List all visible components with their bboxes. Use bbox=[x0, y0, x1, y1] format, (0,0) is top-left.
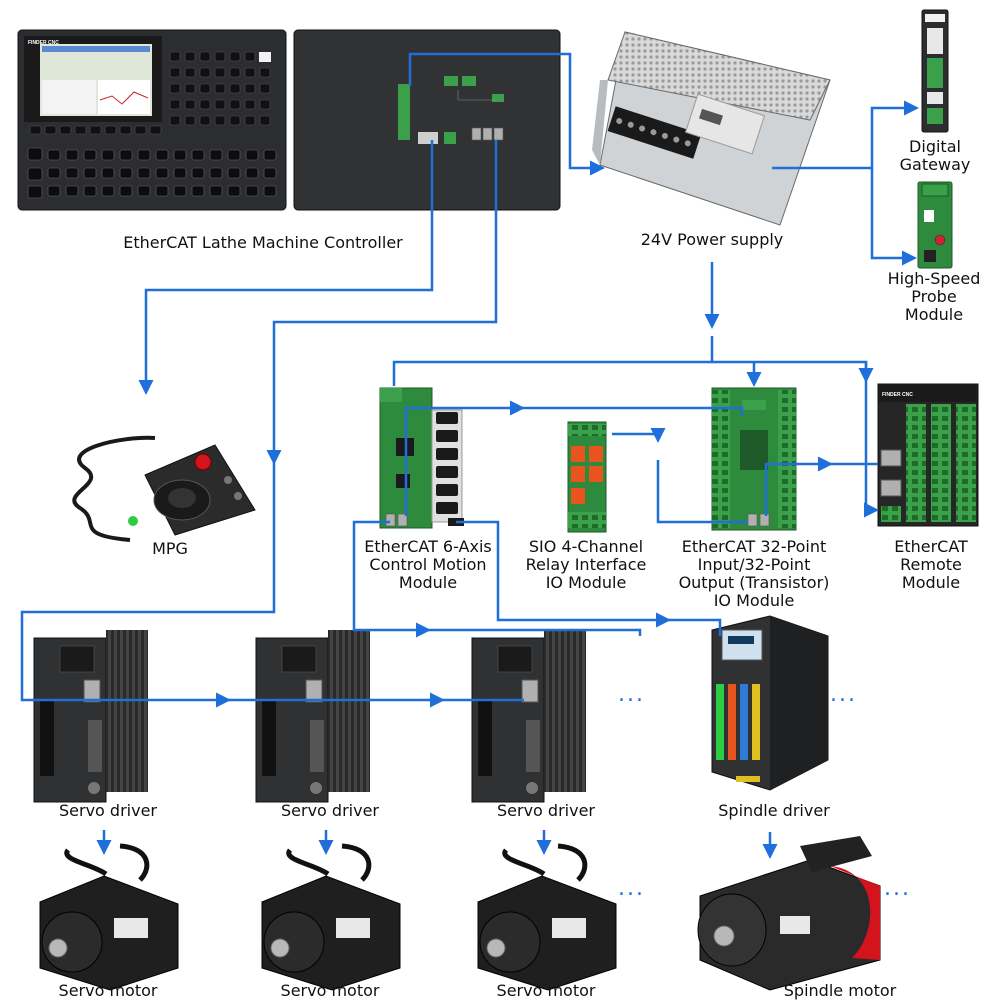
label-gateway-line-1: Digital bbox=[909, 137, 961, 156]
digital-gateway-device bbox=[921, 9, 949, 133]
label-io-line-3: Output (Transistor) bbox=[678, 573, 830, 592]
wire-motion-to-io bbox=[404, 400, 525, 516]
servo-motor-1-unit bbox=[39, 843, 179, 991]
label-io-line-2: Input/32-Point bbox=[697, 555, 811, 574]
label-relay-line-3: IO Module bbox=[545, 573, 627, 592]
servo-motor-2-unit bbox=[261, 843, 401, 991]
servo-motor-3-unit bbox=[477, 843, 617, 991]
label-gateway-line-2: Gateway bbox=[899, 155, 971, 174]
relay-module-board bbox=[567, 421, 607, 533]
controller-back-panel bbox=[293, 29, 561, 211]
servo-driver-2-unit bbox=[255, 630, 370, 803]
label-spindle-motor: Spindle motor bbox=[783, 981, 897, 1000]
label-motion-module: EtherCAT 6-Axis Control Motion Module bbox=[346, 538, 510, 592]
wire-io-to-remote bbox=[764, 456, 833, 516]
spindle-motor-unit bbox=[697, 836, 881, 991]
label-servo-driver-3: Servo driver bbox=[497, 801, 595, 820]
label-gateway: Digital Gateway bbox=[880, 138, 990, 174]
label-remote-line-3: Module bbox=[901, 573, 961, 592]
label-io-line-4: IO Module bbox=[713, 591, 795, 610]
label-servo-motor-3: Servo motor bbox=[496, 981, 596, 1000]
label-probe-line-3: Module bbox=[904, 305, 964, 324]
label-relay-line-2: Relay Interface bbox=[525, 555, 647, 574]
wire-controller-to-psu bbox=[408, 52, 605, 176]
continuation-dots-spindle-driver: ... bbox=[830, 682, 857, 707]
wire-psu-to-probe bbox=[870, 168, 917, 266]
controller-front-panel: FINDER CNC bbox=[17, 29, 287, 211]
wire-controller-to-mpg bbox=[138, 140, 434, 395]
label-relay-line-1: SIO 4-Channel bbox=[528, 537, 644, 556]
label-motion-line-1: EtherCAT 6-Axis bbox=[364, 537, 492, 556]
label-probe-line-2: Probe bbox=[911, 287, 957, 306]
io-module-board bbox=[711, 387, 797, 531]
label-motion-line-2: Control Motion bbox=[369, 555, 487, 574]
label-relay-module: SIO 4-Channel Relay Interface IO Module bbox=[514, 538, 658, 592]
label-io-line-1: EtherCAT 32-Point bbox=[681, 537, 827, 556]
label-servo-motor-1: Servo motor bbox=[58, 981, 158, 1000]
remote-module-rack: FINDER CNC bbox=[877, 383, 979, 527]
continuation-dots-motors: ... bbox=[618, 876, 645, 901]
probe-module-board bbox=[917, 181, 953, 269]
power-supply-unit bbox=[592, 31, 831, 226]
label-remote-module: EtherCAT Remote Module bbox=[876, 538, 986, 592]
wire-psu-to-gateway bbox=[772, 100, 919, 170]
wire-motion-to-spindle bbox=[352, 520, 431, 638]
label-servo-driver-2: Servo driver bbox=[281, 801, 379, 820]
remote-brand-logo: FINDER CNC bbox=[882, 392, 913, 398]
label-mpg: MPG bbox=[152, 539, 188, 558]
continuation-dots-spindle-motor: ... bbox=[884, 876, 911, 901]
label-probe: High-Speed Probe Module bbox=[874, 270, 994, 324]
label-controller: EtherCAT Lathe Machine Controller bbox=[123, 233, 403, 252]
servo-driver-3-unit bbox=[471, 630, 586, 803]
label-spindle-driver: Spindle driver bbox=[718, 801, 830, 820]
label-probe-line-1: High-Speed bbox=[887, 269, 981, 288]
label-remote-line-2: Remote bbox=[900, 555, 962, 574]
wire-controller-to-servo bbox=[266, 140, 498, 465]
label-servo-motor-2: Servo motor bbox=[280, 981, 380, 1000]
spindle-driver-unit bbox=[711, 615, 829, 791]
controller-brand-logo: FINDER CNC bbox=[28, 40, 59, 46]
wire-servo-chain-1 bbox=[20, 462, 276, 708]
mpg-handwheel bbox=[72, 435, 256, 542]
label-io-module: EtherCAT 32-Point Input/32-Point Output … bbox=[664, 538, 844, 610]
label-servo-driver-1: Servo driver bbox=[59, 801, 157, 820]
servo-driver-1-unit bbox=[33, 630, 148, 803]
continuation-dots-drivers: ... bbox=[618, 682, 645, 707]
label-motion-line-3: Module bbox=[398, 573, 458, 592]
connection-wires bbox=[20, 52, 919, 859]
label-remote-line-1: EtherCAT bbox=[894, 537, 968, 556]
label-power-supply: 24V Power supply bbox=[640, 230, 784, 249]
wire-io-to-relay bbox=[612, 428, 666, 443]
wire-power-bus bbox=[392, 360, 874, 386]
